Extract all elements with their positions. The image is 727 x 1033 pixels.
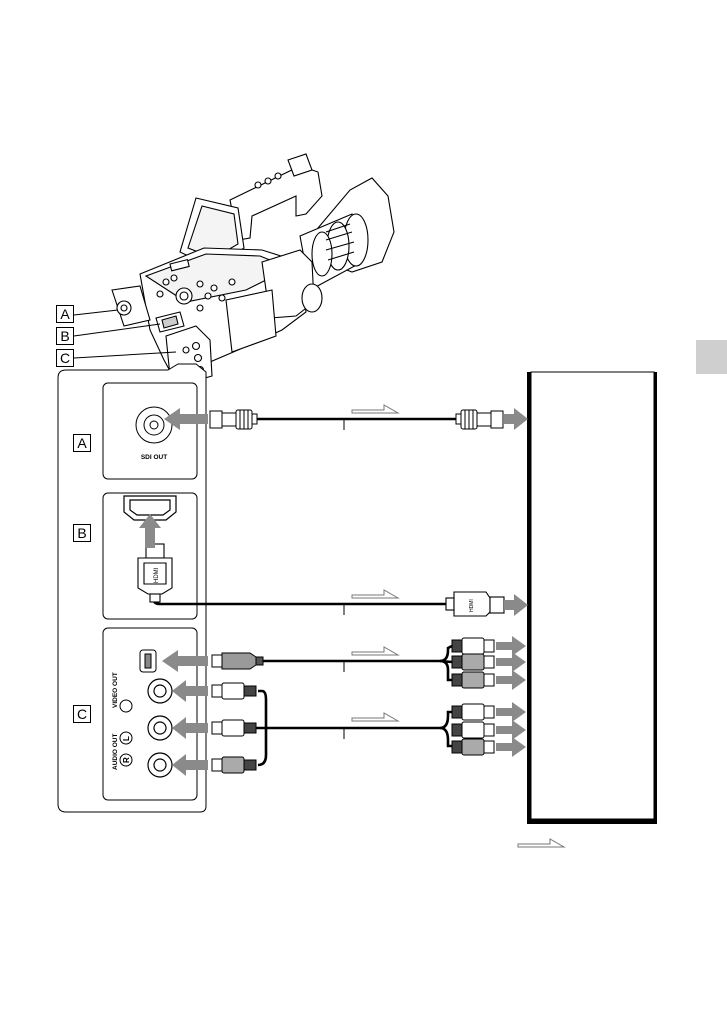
bnc-plug-right	[456, 410, 503, 429]
external-device-box	[527, 372, 657, 824]
label-b-top: B	[56, 327, 74, 345]
bnc-plug-left	[210, 410, 257, 429]
rca-plugs-right-video	[452, 638, 494, 688]
av-multi-plug	[212, 653, 263, 669]
audio-out-label: AUDIO OUT	[112, 734, 119, 771]
rca-jack-icons	[148, 679, 172, 777]
sdi-port-label: SDI OUT	[141, 454, 167, 461]
video-out-label: VIDEO OUT	[112, 672, 119, 708]
rca-plugs-right-audio	[452, 704, 494, 755]
rca-plugs-left	[212, 683, 256, 773]
audio-left-label: L	[122, 736, 131, 741]
hdmi-plug-label: HDMI	[154, 567, 160, 583]
camcorder-illustration	[112, 154, 394, 384]
hdmi-plug-label-right: HDMI	[469, 599, 475, 612]
label-a-top: A	[56, 305, 74, 323]
label-b-panel: B	[73, 524, 91, 542]
label-a-panel: A	[73, 434, 91, 452]
label-c-top: C	[56, 349, 74, 367]
sdi-connector-icon	[136, 407, 172, 443]
video-out-marker-icon	[120, 700, 132, 712]
av-multi-port-icon	[140, 650, 156, 672]
label-c-panel: C	[73, 705, 91, 723]
audio-right-label: R	[122, 757, 131, 763]
hdmi-plug-horizontal	[446, 592, 504, 616]
